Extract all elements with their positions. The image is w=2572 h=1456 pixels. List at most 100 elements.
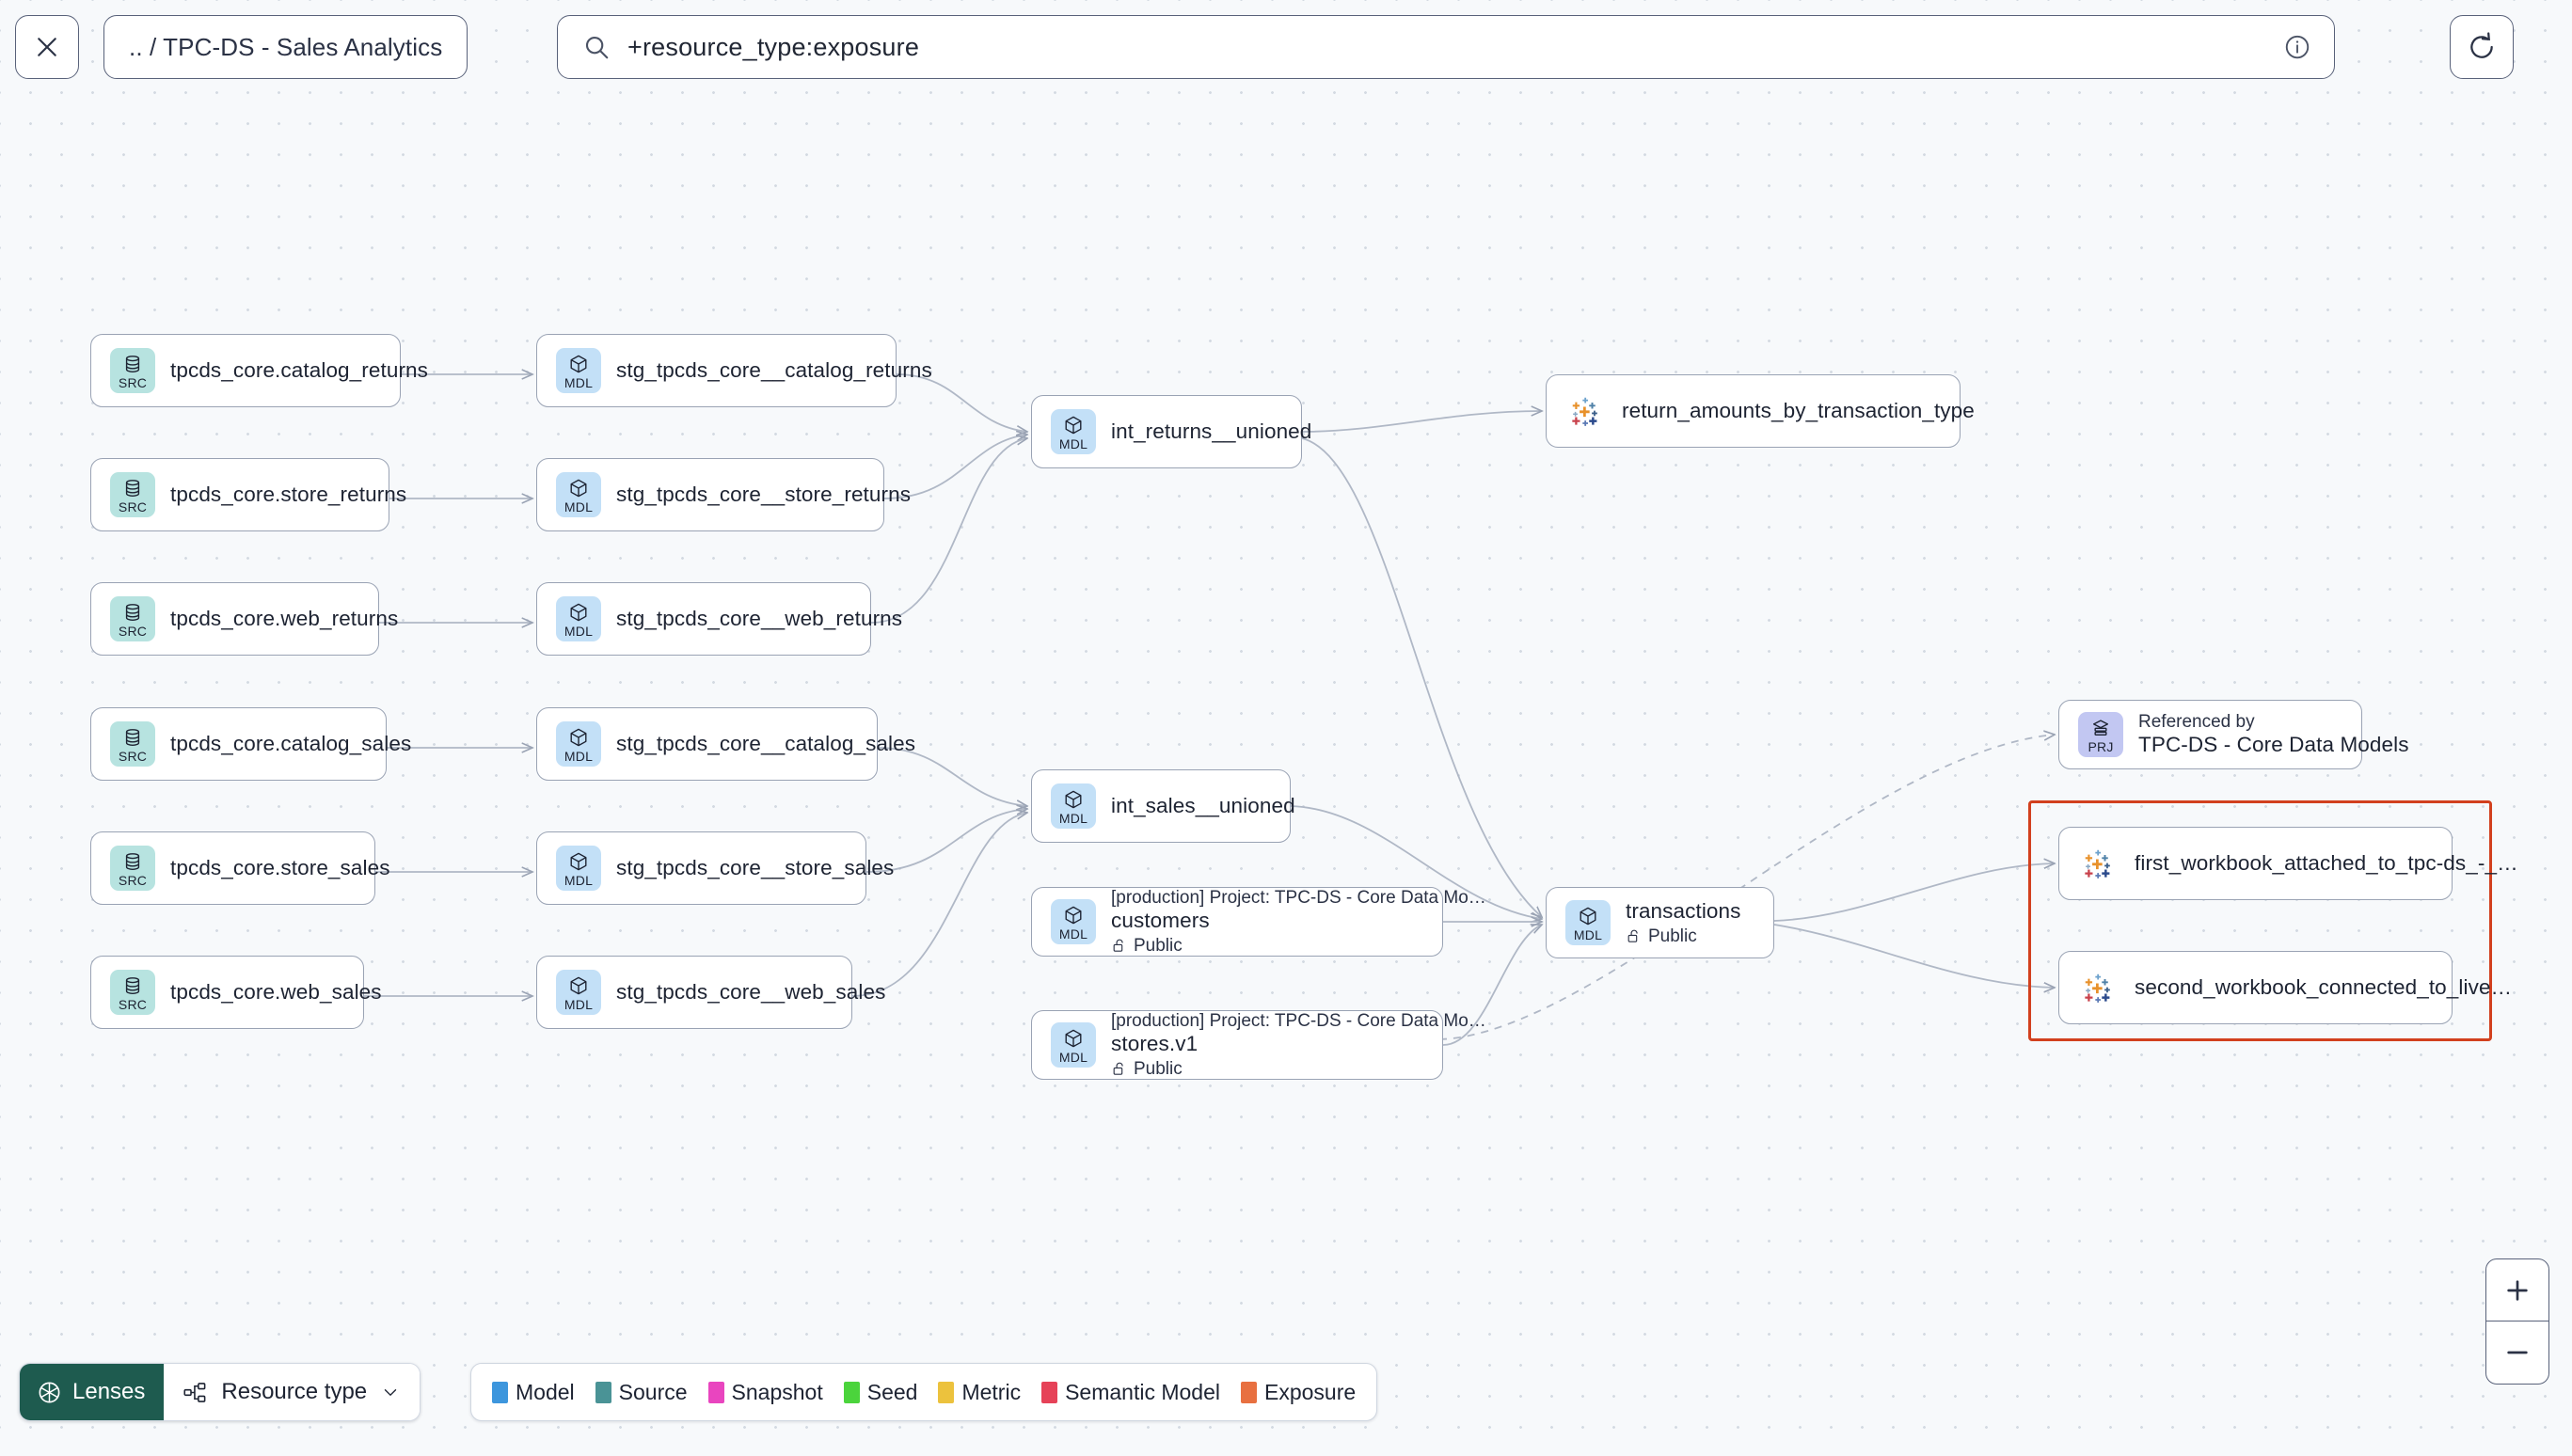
graph-node-first_workbook[interactable]: first_workbook_attached_to_tpc-ds_-_…: [2058, 827, 2518, 900]
graph-node-customers[interactable]: MDL[production] Project: TPC-DS - Core D…: [1031, 887, 1486, 957]
legend-item-source[interactable]: Source: [595, 1380, 688, 1405]
search-input[interactable]: +resource_type:exposure: [557, 15, 2335, 79]
cube-icon: [568, 354, 589, 374]
legend-label: Exposure: [1264, 1379, 1357, 1404]
graph-node-src_catalog_sales[interactable]: SRC tpcds_core.catalog_sales: [90, 707, 412, 781]
node-type-code: SRC: [118, 374, 148, 390]
node-type-code: MDL: [1058, 435, 1088, 451]
close-icon: [38, 38, 56, 56]
graph-node-return_amounts[interactable]: return_amounts_by_transaction_type: [1546, 374, 1975, 448]
node-title: stg_tpcds_core__web_sales: [616, 980, 886, 1004]
node-visibility-label: Public: [1134, 1058, 1183, 1079]
node-labels: stg_tpcds_core__catalog_sales: [616, 732, 916, 756]
database-icon: [122, 975, 143, 996]
cube-icon: [568, 851, 589, 872]
node-title: tpcds_core.catalog_sales: [170, 732, 412, 755]
legend-label: Semantic Model: [1065, 1379, 1220, 1404]
node-labels: stg_tpcds_core__store_returns: [616, 483, 911, 507]
graph-node-stg_store_sales[interactable]: MDL stg_tpcds_core__store_sales: [536, 831, 894, 905]
node-title: return_amounts_by_transaction_type: [1622, 399, 1975, 422]
node-visibility-label: Public: [1648, 926, 1697, 946]
node-meta-text: [production] Project: TPC-DS - Core Data…: [1111, 887, 1486, 908]
zoom-in-button[interactable]: [2486, 1259, 2548, 1321]
node-type-badge-mdl: MDL: [556, 596, 601, 641]
node-type-badge-src: SRC: [110, 846, 155, 891]
legend-label: Metric: [961, 1379, 1022, 1404]
info-icon[interactable]: [2283, 33, 2311, 61]
node-type-code: SRC: [118, 996, 148, 1012]
legend-swatch: [1041, 1381, 1058, 1403]
cube-icon: [1063, 789, 1084, 810]
search-query-text: +resource_type:exposure: [627, 32, 920, 61]
lenses-button[interactable]: Lenses: [20, 1364, 165, 1420]
node-labels: stg_tpcds_core__catalog_returns: [616, 358, 932, 383]
graph-node-src_catalog_returns[interactable]: SRC tpcds_core.catalog_returns: [90, 334, 429, 407]
node-title: transactions: [1626, 898, 1741, 923]
minus-icon: [2507, 1351, 2528, 1354]
graph-node-second_workbook[interactable]: second_workbook_connected_to_live…: [2058, 951, 2512, 1024]
graph-node-stg_store_returns[interactable]: MDL stg_tpcds_core__store_returns: [536, 458, 911, 531]
node-title: first_workbook_attached_to_tpc-ds_-_…: [2135, 851, 2518, 875]
graph-node-int_sales_unioned[interactable]: MDL int_sales__unioned: [1031, 769, 1295, 843]
node-title: stg_tpcds_core__catalog_returns: [616, 358, 932, 382]
legend-item-semantic-model[interactable]: Semantic Model: [1041, 1380, 1220, 1405]
legend-item-seed[interactable]: Seed: [843, 1380, 917, 1405]
legend-swatch: [595, 1381, 611, 1403]
node-type-code: MDL: [1058, 810, 1088, 826]
legend-swatch: [1241, 1381, 1257, 1403]
legend-item-snapshot[interactable]: Snapshot: [707, 1380, 823, 1405]
refresh-button[interactable]: [2450, 15, 2514, 79]
plus-icon: [2507, 1279, 2528, 1301]
node-type-badge-mdl: MDL: [556, 472, 601, 517]
node-title: tpcds_core.store_returns: [170, 483, 407, 506]
lock-open-icon: [1626, 928, 1642, 944]
node-labels: tpcds_core.web_returns: [170, 607, 398, 631]
node-type-code: MDL: [1058, 1049, 1088, 1065]
database-icon: [122, 851, 143, 872]
breadcrumb[interactable]: .. / TPC-DS - Sales Analytics: [103, 15, 468, 79]
node-labels: stg_tpcds_core__web_sales: [616, 980, 886, 1005]
node-title: int_sales__unioned: [1111, 794, 1295, 817]
node-labels: first_workbook_attached_to_tpc-ds_-_…: [2135, 851, 2518, 876]
cube-icon: [1578, 906, 1598, 926]
zoom-out-button[interactable]: [2486, 1321, 2548, 1384]
graph-node-stores_v1[interactable]: MDL [production] Project: TPC-DS - Core D…: [1031, 1010, 1486, 1080]
tableau-icon: [2078, 967, 2120, 1008]
legend-item-model[interactable]: Model: [492, 1380, 575, 1405]
node-type-code: MDL: [564, 872, 594, 888]
close-button[interactable]: [15, 15, 79, 79]
node-title: stg_tpcds_core__catalog_sales: [616, 732, 916, 755]
node-visibility: Public: [1111, 1059, 1423, 1080]
legend-item-exposure[interactable]: Exposure: [1241, 1380, 1356, 1405]
search-icon: [582, 33, 611, 61]
node-type-badge-src: SRC: [110, 970, 155, 1015]
node-labels: stg_tpcds_core__store_sales: [616, 856, 894, 880]
node-meta-text: Referenced by: [2138, 712, 2255, 732]
top-toolbar: .. / TPC-DS - Sales Analytics +resource_…: [0, 0, 2572, 111]
node-labels: [production] Project: TPC-DS - Core Data…: [1111, 1011, 1486, 1080]
node-title: tpcds_core.catalog_returns: [170, 358, 429, 382]
legend-item-metric[interactable]: Metric: [938, 1380, 1021, 1405]
cube-icon: [568, 602, 589, 623]
node-title: stores.v1: [1111, 1031, 1199, 1055]
resource-type-dropdown[interactable]: Resource type: [164, 1364, 421, 1420]
tableau-icon: [1565, 390, 1607, 432]
zoom-controls: [2485, 1258, 2549, 1385]
resource-type-legend: Model Source Snapshot Seed Metric Semantic Mo…: [470, 1363, 1378, 1421]
cube-icon: [568, 727, 589, 748]
legend-label: Model: [516, 1379, 575, 1404]
node-type-badge-src: SRC: [110, 721, 155, 767]
